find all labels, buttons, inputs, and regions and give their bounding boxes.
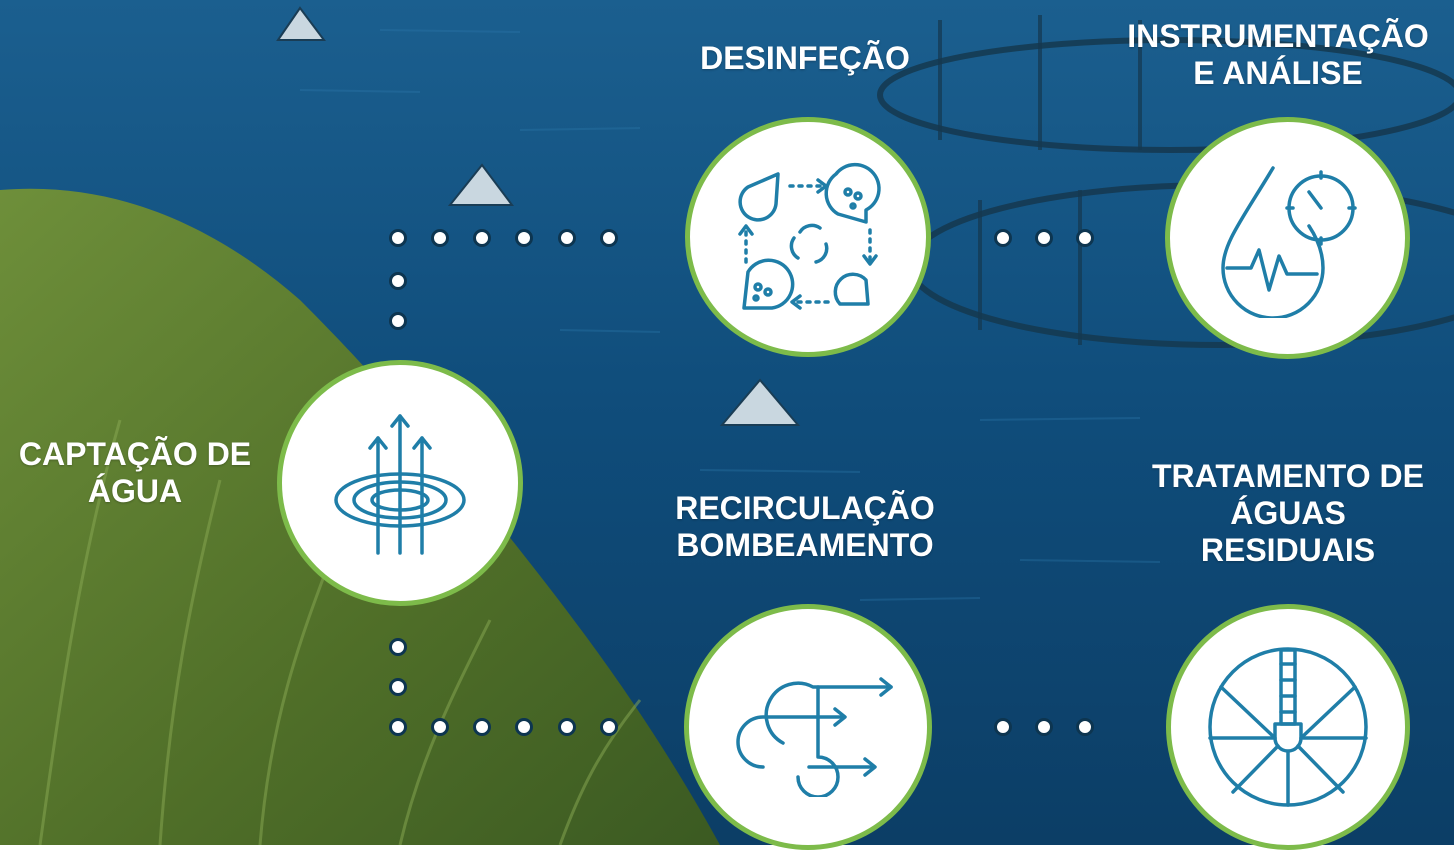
wastewater-treatment-icon: [1208, 647, 1368, 807]
connector-dot: [389, 718, 407, 736]
node-recirculacao: [684, 604, 932, 850]
connector-dot: [389, 312, 407, 330]
connector-dot: [558, 718, 576, 736]
connector-dot: [389, 678, 407, 696]
label-captacao: CAPTAÇÃO DE ÁGUA: [18, 436, 252, 509]
recirculation-pumping-icon: [736, 677, 893, 797]
label-recirculacao: RECIRCULAÇÃO BOMBEAMENTO: [675, 490, 935, 563]
connector-dot: [473, 718, 491, 736]
label-desinfecao: DESINFEÇÃO: [700, 40, 910, 76]
connector-dot: [600, 718, 618, 736]
water-drop-gauge-icon: [1220, 166, 1357, 318]
connector-dot: [515, 229, 533, 247]
connector-dot: [600, 229, 618, 247]
connector-dot: [389, 229, 407, 247]
connector-dot: [994, 718, 1012, 736]
connector-dot: [1076, 718, 1094, 736]
connector-dot: [1076, 229, 1094, 247]
label-instrumentacao: INSTRUMENTAÇÃO E ANÁLISE: [1127, 18, 1429, 91]
node-instrumentacao: [1165, 117, 1410, 359]
connector-dot: [994, 229, 1012, 247]
label-tratamento: TRATAMENTO DE ÁGUAS RESIDUAIS: [1152, 458, 1424, 568]
node-tratamento: [1166, 604, 1410, 850]
connector-dot: [389, 272, 407, 290]
node-captacao: [277, 360, 523, 606]
buoy: [276, 6, 801, 426]
connector-dot: [515, 718, 533, 736]
connector-dot: [1035, 229, 1053, 247]
connector-dot: [473, 229, 491, 247]
connector-dot: [1035, 718, 1053, 736]
connector-dot: [431, 718, 449, 736]
connector-dot: [558, 229, 576, 247]
connector-dot: [431, 229, 449, 247]
water-intake-icon: [334, 414, 466, 555]
connector-dot: [389, 638, 407, 656]
node-desinfecao: [685, 117, 931, 357]
disinfection-cycle-icon: [738, 162, 881, 310]
